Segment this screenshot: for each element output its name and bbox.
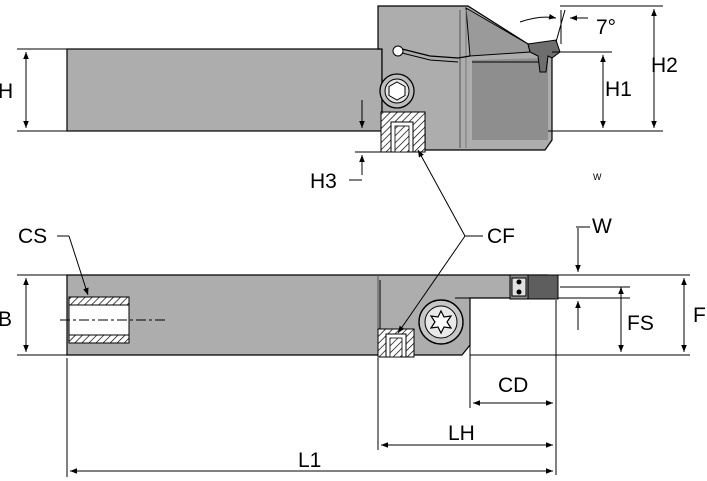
- label-angle: 7°: [596, 16, 616, 39]
- dim-FS: FS: [470, 286, 654, 356]
- label-FS: FS: [627, 312, 654, 335]
- dim-F: F: [630, 274, 706, 356]
- dim-angle: 7°: [519, 9, 616, 44]
- label-H: H: [0, 80, 13, 103]
- top-insert: [509, 274, 559, 300]
- side-pin-hole: [392, 45, 404, 57]
- top-cf-bore: [377, 328, 415, 358]
- label-B: B: [0, 308, 12, 331]
- leader-CS: CS: [18, 225, 89, 296]
- top-torx-screw: [418, 299, 464, 345]
- top-cs-bore: [60, 296, 165, 344]
- label-H3: H3: [310, 170, 337, 193]
- dim-B: B: [0, 274, 67, 356]
- dim-CD: CD: [469, 300, 557, 475]
- label-CS: CS: [18, 225, 47, 248]
- side-coolant-fitting: [380, 111, 426, 153]
- dim-H1: H1: [548, 51, 632, 132]
- side-view: H H1 H2 7°: [0, 5, 678, 193]
- label-W-small: W: [593, 172, 602, 182]
- dim-L1: L1: [66, 358, 553, 477]
- dim-H3: H3: [310, 100, 381, 193]
- label-L1: L1: [298, 449, 321, 472]
- label-CF: CF: [487, 225, 515, 248]
- leader-CF: CF: [397, 149, 515, 334]
- dim-W: W: [558, 215, 640, 330]
- label-LH: LH: [448, 422, 475, 445]
- label-H1: H1: [605, 78, 632, 101]
- side-insert: [527, 39, 561, 73]
- top-shank: [66, 274, 557, 356]
- side-clamp-shade: [472, 58, 548, 140]
- side-clamp-wedge: [465, 7, 531, 57]
- top-view: B CS CF W FS: [0, 149, 706, 477]
- label-F: F: [693, 304, 706, 327]
- side-shank: [66, 48, 383, 132]
- label-CD: CD: [498, 374, 528, 397]
- dim-H: H: [0, 48, 67, 132]
- dim-LH: LH: [377, 358, 553, 450]
- dim-H2: H2: [560, 5, 678, 132]
- label-W: W: [592, 215, 612, 238]
- label-H2: H2: [651, 54, 678, 77]
